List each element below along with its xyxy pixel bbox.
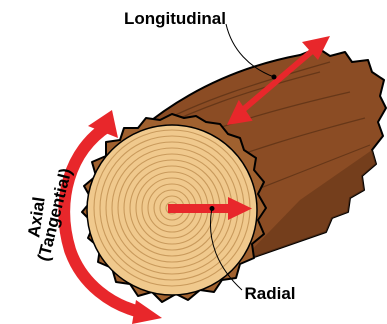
label-radial: Radial (244, 284, 295, 303)
label-longitudinal: Longitudinal (124, 9, 226, 28)
